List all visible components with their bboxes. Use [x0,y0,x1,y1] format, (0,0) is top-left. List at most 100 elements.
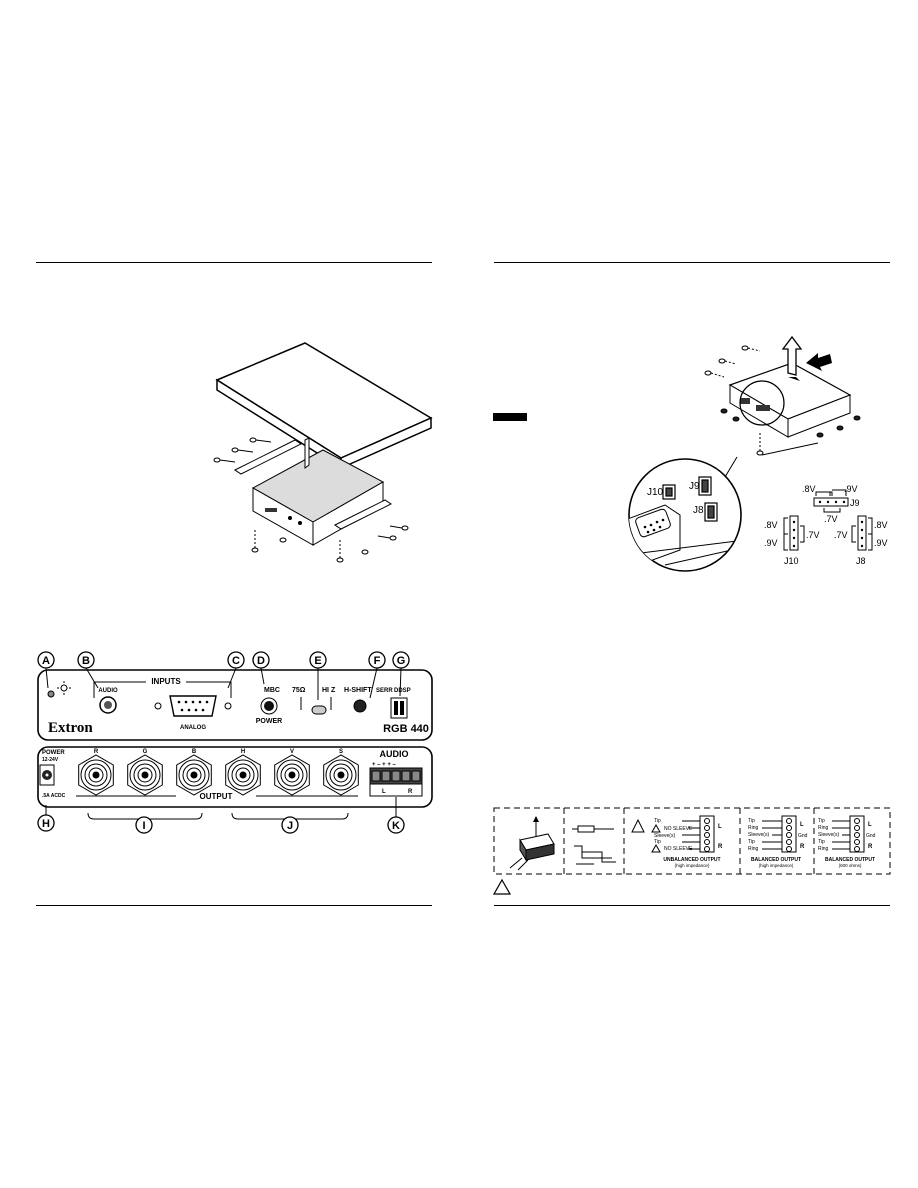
bnc-label-h: H [241,749,245,755]
j9-08v: .8V [802,484,816,494]
callout-d: D [257,655,265,667]
left-top-rule [36,262,432,263]
j8-07v: .7V [834,530,848,540]
j10-09v: .9V [764,538,778,548]
bnc-ring [288,771,296,779]
power-label: POWER [256,718,282,725]
left-bottom-rule [36,905,432,906]
ub-no-sleeve-2: NO SLEEVE [664,846,693,852]
bnc-label-s: S [339,749,343,755]
analog-label: ANALOG [180,725,206,731]
rear-audio-label: AUDIO [380,749,409,759]
cover-removal-illustration [704,335,861,456]
ub-sleeve: Sleeve(s) [654,833,675,839]
ub-r: R [718,844,723,850]
output-label: OUTPUT [200,792,233,801]
b6-gnd: Gnd [866,833,876,839]
j8-08v: .8V [874,520,888,530]
j10-label: J10 [784,556,799,566]
bnc-label-r: R [94,749,99,755]
j8-09v: .9V [874,538,888,548]
bnc-ring [190,771,198,779]
callout-f: F [374,655,381,667]
hiz-label: HI Z [322,687,336,694]
b6-r: R [868,844,873,850]
callout-e: E [314,655,321,667]
b6-ring: Ring [818,825,829,831]
bh-ring: Ring [748,825,759,831]
j9-magnified: J9 [689,481,700,492]
callout-b: B [82,655,90,667]
inputs-label: INPUTS [151,677,181,686]
ub-tip: Tip [654,818,661,824]
callout-i: I [142,820,145,832]
balanced2-sub: (600 ohms) [839,863,862,868]
extron-logo: Extron [48,720,93,736]
bnc-ring [239,771,247,779]
audio-l: L [382,789,386,795]
bnc-ring [141,771,149,779]
bnc-label-v: V [290,749,294,755]
bh-ring-2: Ring [748,846,759,852]
bh-l: L [800,822,804,828]
wire-strip-icon [572,825,616,865]
b6-sleeve: Sleeve(s) [818,832,839,838]
rear-panel-diagram: POWER 12-24V .5A ACDC R G B H V S OUTPUT AUDI… [37,746,433,834]
unbalanced-title: UNBALANCED OUTPUT [663,857,720,863]
power-led-icon [47,681,71,698]
jumper-settings-diagram: .8V .9V J9 .7V .8V .9V .7V J10 .8V .9V .… [764,484,888,566]
ddsp-label: DDSP [394,688,411,694]
bnc-label-b: B [192,749,197,755]
j9-09v: .9V [844,484,858,494]
bh-tip-2: Tip [748,839,755,845]
right-bottom-rule [494,905,890,906]
callout-g: G [397,655,406,667]
b6-l: L [868,822,872,828]
audio-pins: + – + + – [372,762,397,768]
model-label: RGB 440 [383,723,429,735]
bh-gnd: Gnd [798,833,808,839]
audio-wiring-diagram: Tip NO SLEEVE Sleeve(s) Tip NO SLEEVE L … [492,807,891,895]
black-tab-marker [493,413,527,421]
bnc-ring [337,771,345,779]
hshift-label: H-SHIFT [344,687,372,694]
right-top-rule [494,262,890,263]
callout-h: H [42,818,50,830]
balanced2-title: BALANCED OUTPUT [825,857,875,863]
front-panel-diagram: A B C D E F G INPUTS AUDIO [37,651,433,741]
captive-connector-icon [509,816,555,871]
ub-no-sleeve-1: NO SLEEVE [664,826,693,832]
jumper-magnifier: J10 J9 J8 [628,456,742,572]
ub-tip-2: Tip [654,839,661,845]
bh-tip: Tip [748,818,755,824]
rear-power-label: POWER [42,750,65,756]
audio-r: R [408,789,413,795]
ub-l: L [718,824,722,830]
serr-label: SERR [376,688,393,694]
bnc-label-g: G [143,749,148,755]
b6-tip: Tip [818,818,825,824]
callout-c: C [232,655,240,667]
j10-07v: .7V [806,530,820,540]
rack-mount-illustration [213,342,433,563]
balanced-title: BALANCED OUTPUT [751,857,801,863]
j10-magnified: J10 [647,487,664,498]
j9-label: J9 [850,498,860,508]
power-amp: .5A ACDC [42,793,66,799]
unbalanced-sub: (high impedance) [675,863,710,868]
j10-08v: .8V [764,520,778,530]
warning-icon [492,878,512,895]
bnc-ring [92,771,100,779]
power-spec: 12-24V [42,757,59,763]
bh-sleeve: Sleeve(s) [748,832,769,838]
j8-label: J8 [856,556,866,566]
j8-magnified: J8 [693,505,704,516]
b6-tip-2: Tip [818,839,825,845]
bh-r: R [800,844,805,850]
ohm-label: 75Ω [292,687,306,694]
analog-connector-icon [154,695,232,717]
j9-07v: .7V [824,514,838,524]
callout-a: A [42,655,50,667]
b6-ring-2: Ring [818,846,829,852]
mbc-label: MBC [264,687,280,694]
